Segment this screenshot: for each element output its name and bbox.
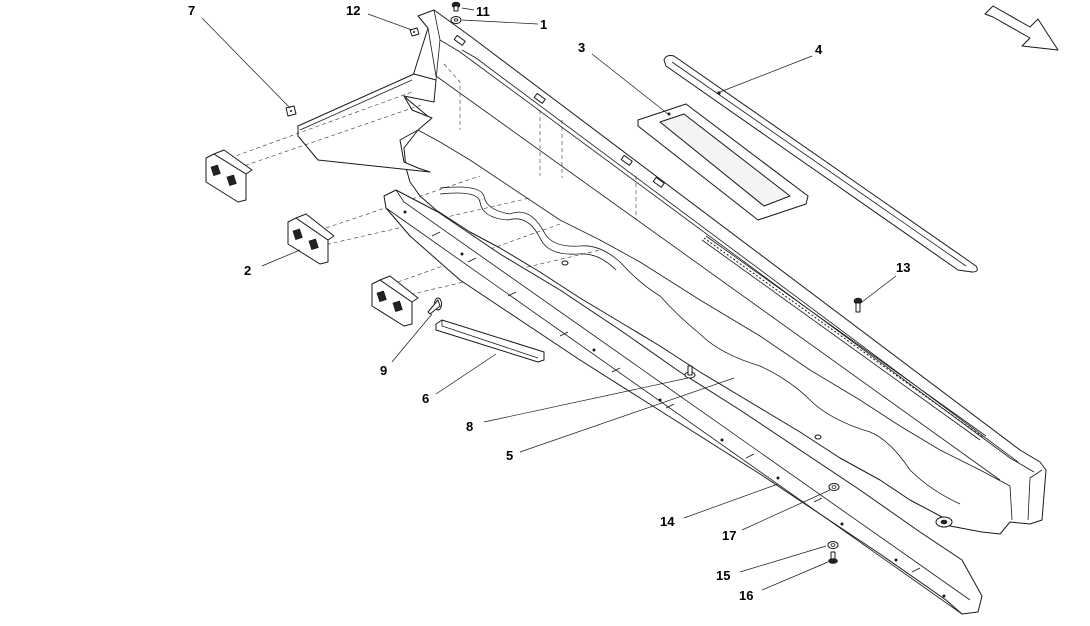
part-2-clip-connector-c[interactable]: [371, 275, 419, 327]
part-3-kick-plate[interactable]: [637, 103, 809, 221]
callout-17: 17: [722, 528, 736, 543]
callout-5: 5: [506, 448, 513, 463]
callout-4: 4: [815, 42, 823, 57]
callout-11: 11: [476, 4, 490, 19]
callout-3: 3: [578, 40, 585, 55]
callout-14: 14: [660, 514, 675, 529]
leader-lines: [201, 7, 897, 591]
part-16-screw[interactable]: [828, 551, 838, 564]
callout-7: 7: [188, 3, 195, 18]
sill-seal-strip: [701, 235, 987, 441]
part-2-clip-connector-b[interactable]: [287, 213, 335, 265]
callout-labels: 7 12 11 1 3 4 2 9 6 8 5 13 14 17 15 16: [188, 3, 910, 603]
part-1-washer[interactable]: [450, 16, 462, 24]
callout-12: 12: [346, 3, 360, 18]
part-7-bracket-plate[interactable]: [285, 73, 437, 173]
part-17-grommet[interactable]: [828, 483, 840, 491]
callout-1: 1: [540, 17, 547, 32]
callout-15: 15: [716, 568, 730, 583]
sill-inner-panel: [403, 9, 1047, 535]
part-2-clip-connector-a[interactable]: [205, 149, 253, 203]
part-12-clip[interactable]: [409, 27, 420, 37]
callout-6: 6: [422, 391, 429, 406]
part-13-screw[interactable]: [853, 297, 863, 313]
callout-2: 2: [244, 263, 251, 278]
callout-9: 9: [380, 363, 387, 378]
callout-16: 16: [739, 588, 753, 603]
part-9-push-rivet[interactable]: [427, 297, 442, 315]
callout-13: 13: [896, 260, 910, 275]
part-6-foam-strip[interactable]: [435, 319, 545, 363]
part-15-washer[interactable]: [827, 541, 839, 549]
panel-slots: [403, 210, 946, 598]
part-4-sill-trim-strip[interactable]: [663, 55, 978, 273]
part-5-outer-sill-panel[interactable]: [383, 186, 983, 615]
part-11-screw[interactable]: [451, 1, 461, 12]
callout-8: 8: [466, 419, 473, 434]
part-8-stud[interactable]: [684, 365, 696, 379]
direction-arrow-icon: [984, 5, 1059, 51]
